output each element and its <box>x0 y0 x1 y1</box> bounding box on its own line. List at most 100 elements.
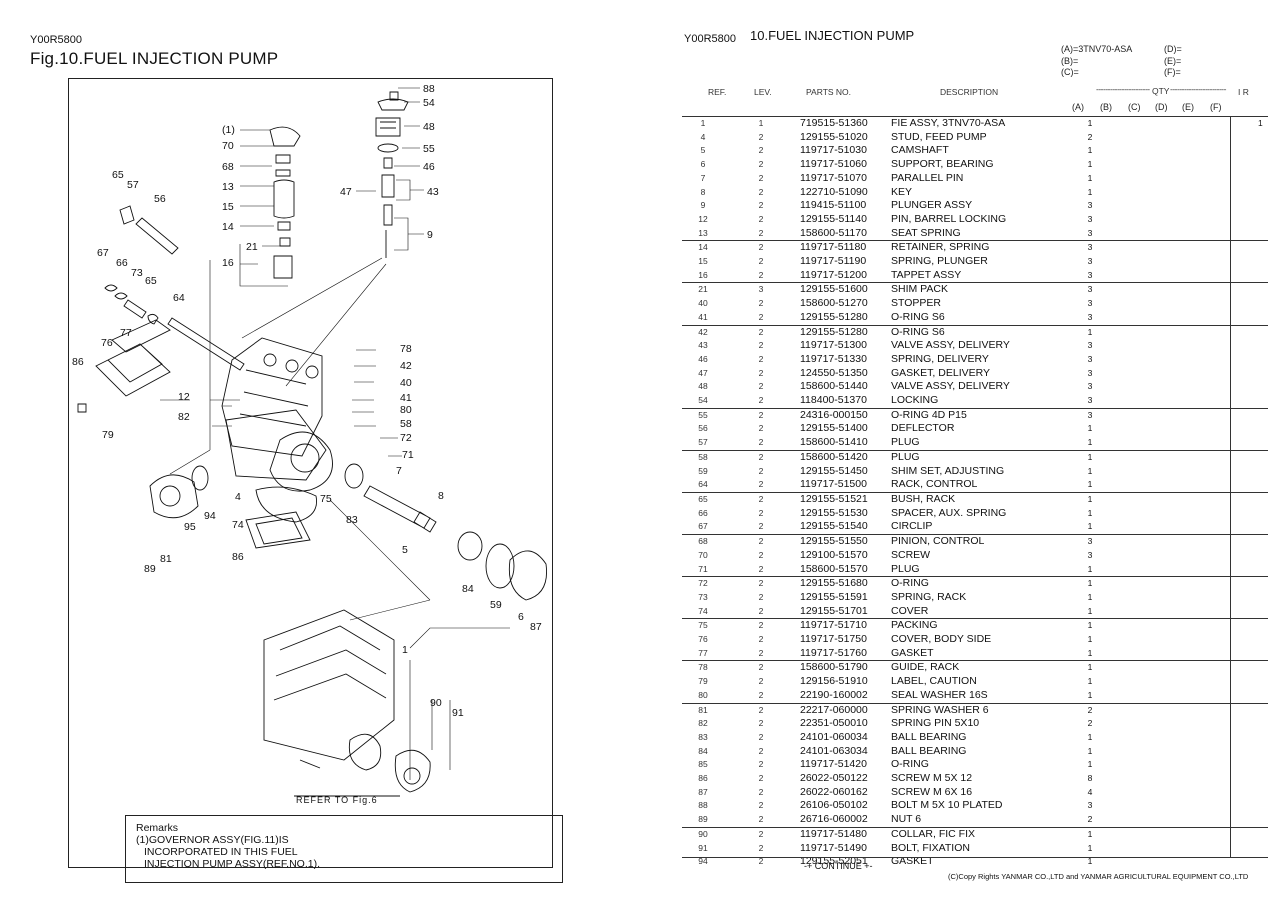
cell-pno: 119717-51750 <box>800 633 867 646</box>
cell-pno: 26022-050122 <box>800 772 868 785</box>
cell-ref: 14 <box>682 240 724 256</box>
cell-ir <box>1252 758 1268 772</box>
cell-ref: 90 <box>682 826 724 842</box>
cell-qa: 1 <box>1087 479 1093 490</box>
cell-lev: 2 <box>758 437 764 448</box>
cell-ir <box>1252 353 1268 367</box>
cell-desc: LABEL, CAUTION <box>891 675 977 688</box>
cell-pno: 119717-51300 <box>800 339 867 352</box>
cell-qa: 2 <box>1076 702 1104 718</box>
cell-ir <box>1252 186 1268 200</box>
cell-ir <box>1252 605 1268 619</box>
cell-desc: PLUG <box>891 562 920 575</box>
qty-col-d: (D) <box>1155 102 1168 112</box>
option-f: (F)= <box>1164 67 1181 77</box>
cell-ref: 84 <box>698 745 708 756</box>
cell-pno: 119717-51480 <box>798 826 891 842</box>
cell-pno: 26716-060002 <box>800 813 868 826</box>
cell-pno: 129155-51140 <box>800 212 867 225</box>
header-ir: I R <box>1238 87 1249 97</box>
remarks-line: INJECTION PUMP ASSY(REF.NO.1). <box>144 858 321 870</box>
cell-desc: BALL BEARING <box>891 730 967 743</box>
cell-qa: 2 <box>1087 718 1093 729</box>
cell-ref: 15 <box>698 256 708 267</box>
cell-ir <box>1252 745 1268 759</box>
cell-qa: 3 <box>1087 353 1093 364</box>
cell-lev: 2 <box>724 826 798 842</box>
cell-pno: 129155-51701 <box>800 604 868 617</box>
cell-desc: LOCKING <box>891 394 939 407</box>
cell-pno: 129155-51540 <box>800 520 868 533</box>
cell-desc: CAMSHAFT <box>891 144 949 157</box>
cell-ref: 54 <box>698 395 708 406</box>
cell-ir <box>1252 731 1268 745</box>
cell-lev: 2 <box>724 534 798 549</box>
cell-ir <box>1252 339 1268 353</box>
cell-ref: 59 <box>698 465 708 476</box>
cell-desc: O-RING S6 <box>891 310 945 323</box>
cell-qa: 3 <box>1087 311 1093 322</box>
cell-pno: 719515-51360 <box>800 117 868 129</box>
cell-pno: 119717-51060 <box>800 158 867 171</box>
cell-desc: KEY <box>891 185 913 198</box>
cell-desc: STOPPER <box>891 297 941 310</box>
cell-ref: 42 <box>682 324 724 340</box>
cell-qa: 1 <box>1087 186 1093 197</box>
cell-ref: 66 <box>698 507 708 518</box>
cell-ref: 81 <box>682 702 724 718</box>
cell-qa: 1 <box>1087 118 1093 128</box>
cell-qty-other <box>1104 449 1252 465</box>
cell-pno: 24101-060034 <box>800 730 868 743</box>
header-parts-no: PARTS NO. <box>806 87 852 97</box>
cell-desc: GASKET <box>891 855 934 868</box>
cell-qa: 1 <box>1076 826 1104 842</box>
cell-desc: COLLAR, FIC FIX <box>891 826 1076 842</box>
cell-qty-other <box>1104 576 1252 591</box>
cell-ir <box>1252 799 1268 813</box>
cell-lev: 2 <box>724 576 798 591</box>
cell-qa: 4 <box>1087 786 1093 797</box>
cell-qa: 1 <box>1087 507 1093 518</box>
cell-pno: 118400-51370 <box>800 394 867 407</box>
cell-ref: 16 <box>698 269 708 280</box>
cell-ir <box>1252 255 1268 269</box>
cell-lev: 2 <box>758 353 764 364</box>
cell-pno: 119717-51490 <box>800 841 867 854</box>
cell-pno: 119717-51500 <box>800 478 867 491</box>
cell-lev: 2 <box>724 324 798 340</box>
cell-pno: 129155-51280 <box>800 310 868 323</box>
cell-ref: 85 <box>698 759 708 770</box>
cell-pno: 129155-51680 <box>798 576 891 591</box>
cell-qa: 1 <box>1076 618 1104 634</box>
cell-ref: 80 <box>698 689 708 700</box>
cell-ref: 79 <box>698 676 708 687</box>
cell-pno: 119717-51190 <box>800 255 867 268</box>
cell-ir <box>1252 702 1268 718</box>
page-title: 10.FUEL INJECTION PUMP <box>750 28 915 43</box>
cell-ref: 72 <box>682 576 724 591</box>
cell-ref: 76 <box>698 634 708 645</box>
cell-ir <box>1252 813 1268 827</box>
cell-desc: O-RING <box>891 758 929 771</box>
cell-pno: 24316-000150 <box>798 407 891 423</box>
cell-desc: SHIM SET, ADJUSTING <box>891 464 1005 477</box>
cell-ir <box>1252 717 1268 731</box>
cell-qty-other <box>1104 826 1252 842</box>
cell-lev: 2 <box>758 676 764 687</box>
cell-desc: NUT 6 <box>891 813 922 826</box>
cell-ref: 82 <box>698 718 708 729</box>
cell-desc: SUPPORT, BEARING <box>891 158 994 171</box>
cell-qa: 3 <box>1087 340 1093 351</box>
cell-ir <box>1252 240 1268 256</box>
cell-pno: 129155-51521 <box>798 491 891 507</box>
